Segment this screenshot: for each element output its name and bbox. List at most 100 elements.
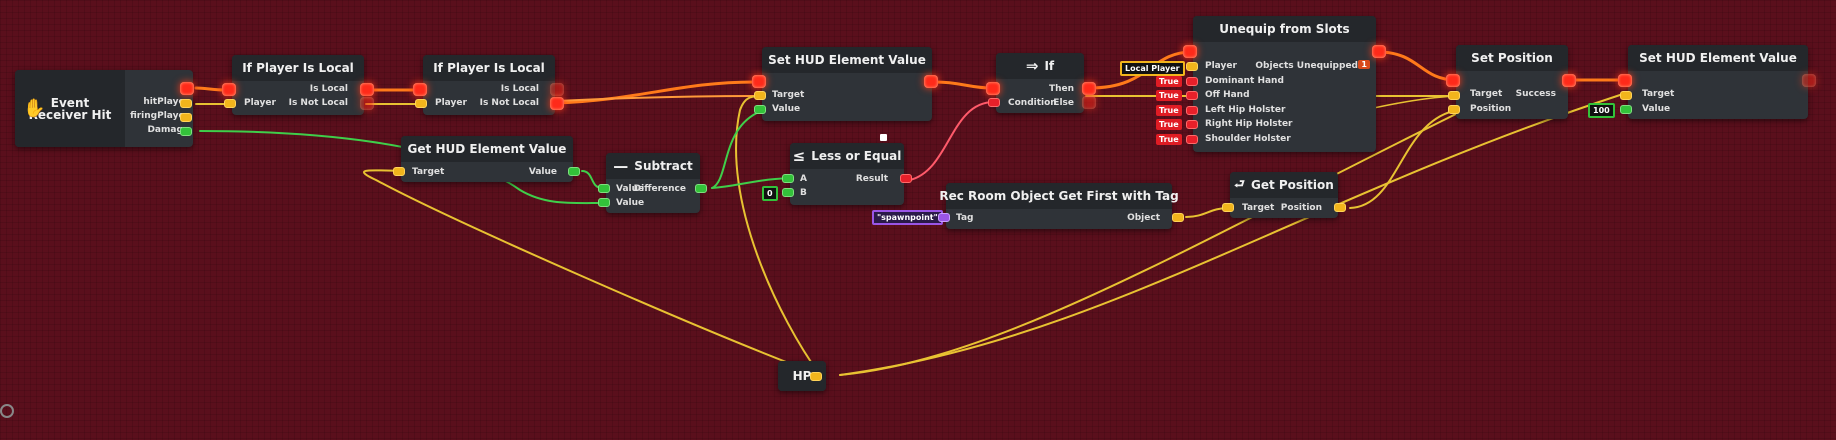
settings-icon[interactable] [0,404,14,418]
get-hud-value-label: Value [528,167,557,177]
if-else-label: Else [1053,98,1074,108]
set-hud-1-header: Set HUD Element Value [762,47,932,73]
less-or-equal-node[interactable]: ≤ Less or Equal A B Result [790,143,904,205]
set-hud-2-target-in[interactable] [1620,91,1632,100]
set-position-position-label: Position [1470,104,1512,114]
if-local-1-islocal-out[interactable] [360,83,374,96]
firing-player-label: firingPlayer [130,111,189,121]
if-local-2-islocal-label: Is Local [500,84,539,94]
if-local-2-isnotlocal-out[interactable] [550,97,564,110]
set-hud-2-value-label: Value [1642,104,1671,114]
spawnpoint-tag-chip[interactable]: "spawnpoint" [872,210,943,225]
slot-in-dominant-hand[interactable] [1186,77,1198,86]
unequip-local-player-chip[interactable]: Local Player [1120,61,1185,76]
unequip-header: Unequip from Slots [1193,16,1376,42]
set-position-header: Set Position [1456,45,1568,71]
set-hud-element-value-node-1[interactable]: Set HUD Element Value Target Value [762,47,932,121]
set-position-target-in[interactable] [1448,91,1460,100]
set-hud-1-value-in[interactable] [754,105,766,114]
if-player-is-local-node-1[interactable]: If Player Is Local Player Is Local Is No… [232,55,364,115]
slot-true-chip-right-hip-holster[interactable]: True [1156,119,1182,130]
less-equal-result-out[interactable] [900,174,912,183]
unequip-player-in[interactable] [1186,62,1198,71]
diff-wire-to-lessequal [711,177,791,189]
less-equal-a-in[interactable] [782,174,794,183]
event-receiver-title: Event Receiver Hit [28,95,112,122]
if-local-1-exec-in[interactable] [222,83,236,96]
set-hud-1-exec-in[interactable] [752,75,766,88]
event-receiver-hit-header: Event Receiver Hit [15,70,125,147]
subtract-value-1-in[interactable] [598,184,610,193]
exec-wire-unequip-to-setpos [1376,50,1458,82]
rec-room-object-out[interactable] [1172,213,1184,222]
set-position-success-label: Success [1515,89,1556,99]
get-position-target-in[interactable] [1222,203,1234,212]
set-hud-1-target-label: Target [772,90,805,100]
if-player-is-local-node-2[interactable]: If Player Is Local Player Is Local Is No… [423,55,555,115]
if-local-1-player-in[interactable] [224,99,236,108]
if-title: If [1044,59,1055,73]
less-equal-b-value-chip[interactable]: 0 [762,186,778,201]
unequip-from-slots-node[interactable]: Unequip from Slots Player Objects Unequi… [1193,16,1376,152]
if-condition-in[interactable] [988,98,1000,107]
event-receiver-firingplayer-out[interactable] [180,113,192,122]
less-equal-result-label: Result [855,174,888,184]
slot-in-right-hip-holster[interactable] [1186,120,1198,129]
set-position-exec-in[interactable] [1446,74,1460,87]
if-local-2-islocal-out[interactable] [550,83,564,96]
hp-value-out[interactable] [810,372,822,381]
if-then-out[interactable] [1082,82,1096,95]
slot-in-off-hand[interactable] [1186,91,1198,100]
event-receiver-damage-out[interactable] [180,127,192,136]
subtract-node[interactable]: — Subtract Value Value Difference [606,153,700,213]
set-hud-1-target-in[interactable] [754,91,766,100]
set-hud-1-exec-out[interactable] [924,75,938,88]
get-position-target-label: Target [1242,203,1275,213]
unequip-exec-in[interactable] [1183,45,1197,58]
set-hud-2-value-chip[interactable]: 100 [1588,103,1615,118]
if-node[interactable]: ⇒ If Condition Then Else [996,53,1084,113]
set-hud-2-value-in[interactable] [1620,105,1632,114]
slot-true-chip-left-hip-holster[interactable]: True [1156,105,1182,116]
rec-room-tag-in[interactable] [938,213,950,222]
event-receiver-hit-node[interactable]: Event Receiver Hit ✋ hitPlayer firingPla… [15,70,193,147]
event-receiver-hitplayer-out[interactable] [180,99,192,108]
event-receiver-exec-out[interactable] [180,82,194,95]
if-local-1-isnotlocal-out[interactable] [360,97,374,110]
get-position-position-label: Position [1280,203,1322,213]
damage-label: Damage [147,125,189,135]
rec-room-tag-label: Tag [956,213,974,223]
if-local-1-player-label: Player [244,98,276,108]
unequip-exec-out[interactable] [1372,45,1386,58]
exec-wire-iflocal2-to-sethud1-b [555,95,755,102]
if-local-1-header: If Player Is Local [232,55,364,81]
set-position-position-in[interactable] [1448,105,1460,114]
if-local-2-exec-in[interactable] [413,83,427,96]
if-local-2-player-in[interactable] [415,99,427,108]
set-hud-2-exec-out[interactable] [1802,74,1816,87]
set-position-exec-out[interactable] [1562,74,1576,87]
if-else-out[interactable] [1082,96,1096,109]
get-hud-target-in[interactable] [393,167,405,176]
subtract-value-2-in[interactable] [598,198,610,207]
less-equal-b-in[interactable] [782,188,794,197]
if-header: ⇒ If [996,53,1084,79]
rec-room-object-get-first-with-tag-node[interactable]: Rec Room Object Get First with Tag Tag O… [939,183,1179,229]
slot-true-chip-dominant-hand[interactable]: True [1156,76,1182,87]
if-exec-in[interactable] [986,82,1000,95]
slot-true-chip-off-hand[interactable]: True [1156,90,1182,101]
get-position-node[interactable]: ⮐ Get Position Target Position [1230,172,1338,218]
get-position-position-out[interactable] [1334,203,1346,212]
mouse-cursor-marker [880,134,887,141]
target-wire-hp-to-gethud [363,169,821,376]
slot-in-shoulder-holster[interactable] [1186,135,1198,144]
set-hud-2-exec-in[interactable] [1618,74,1632,87]
get-hud-element-value-node[interactable]: Get HUD Element Value Target Value [401,136,573,182]
get-hud-value-out[interactable] [568,167,580,176]
slot-in-left-hip-holster[interactable] [1186,106,1198,115]
rec-room-object-label: Object [1127,213,1160,223]
subtract-difference-out[interactable] [695,184,707,193]
set-hud-element-value-node-2[interactable]: Set HUD Element Value Target Value [1628,45,1808,119]
set-position-node[interactable]: Set Position Target Position Success [1456,45,1568,119]
slot-true-chip-shoulder-holster[interactable]: True [1156,134,1182,145]
